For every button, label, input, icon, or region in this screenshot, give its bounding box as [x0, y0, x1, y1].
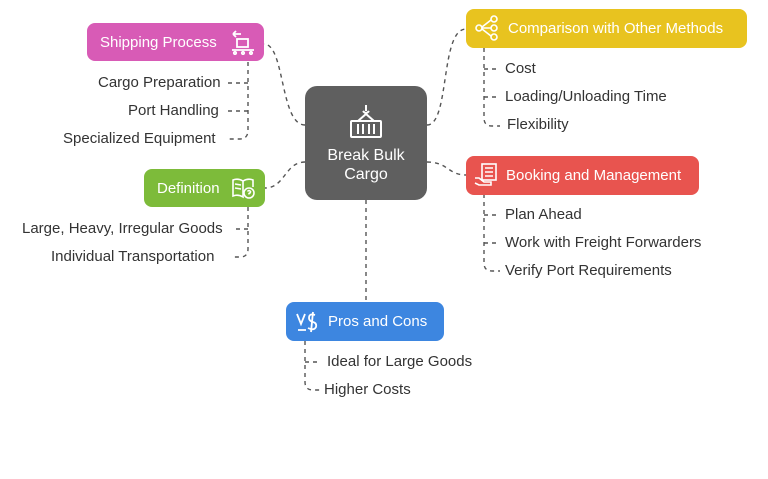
connector-shipping-items	[226, 62, 249, 140]
list-item: Loading/Unloading Time	[505, 88, 667, 105]
connector-comparison	[426, 28, 467, 126]
central-topic-line1: Break Bulk	[327, 146, 405, 164]
checklist-hand-icon	[473, 162, 499, 188]
branch-label: Comparison with Other Methods	[508, 20, 724, 37]
list-item: Cargo Preparation	[98, 74, 221, 91]
list-item: Verify Port Requirements	[505, 262, 672, 279]
branch-shipping-process[interactable]: Shipping Process	[87, 23, 264, 61]
connector-pros-cons-items	[304, 341, 321, 391]
branch-label: Definition	[157, 179, 220, 197]
connector-comparison-items	[483, 48, 500, 127]
branch-label: Shipping Process	[100, 33, 217, 51]
list-item: Flexibility	[507, 116, 569, 133]
branch-label: Booking and Management	[506, 167, 682, 184]
list-item: Specialized Equipment	[63, 130, 216, 147]
list-item: Plan Ahead	[505, 206, 582, 223]
conveyor-box-icon	[230, 29, 256, 55]
branch-booking-management[interactable]: Booking and Management	[466, 156, 699, 195]
branch-label: Pros and Cons	[328, 313, 428, 330]
list-item: Large, Heavy, Irregular Goods	[22, 220, 223, 237]
branch-comparison[interactable]: Comparison with Other Methods	[466, 9, 747, 48]
central-topic[interactable]: Break Bulk Cargo	[305, 86, 427, 200]
book-question-icon	[231, 175, 257, 201]
branch-pros-cons[interactable]: Pros and Cons	[286, 302, 444, 341]
list-item: Higher Costs	[324, 381, 411, 398]
versus-icon	[295, 310, 319, 334]
list-item: Work with Freight Forwarders	[505, 234, 702, 251]
connector-definition	[264, 161, 306, 189]
container-crane-icon	[348, 103, 384, 146]
connector-definition-items	[232, 207, 249, 258]
list-item: Port Handling	[128, 102, 219, 119]
central-topic-line2: Cargo	[344, 165, 388, 183]
branch-definition[interactable]: Definition	[144, 169, 265, 207]
connector-shipping	[263, 43, 306, 126]
connector-booking-items	[483, 194, 500, 272]
list-item: Cost	[505, 60, 536, 77]
list-item: Individual Transportation	[51, 248, 215, 265]
network-nodes-icon	[474, 15, 500, 41]
list-item: Ideal for Large Goods	[327, 353, 473, 370]
connector-booking	[426, 161, 467, 176]
